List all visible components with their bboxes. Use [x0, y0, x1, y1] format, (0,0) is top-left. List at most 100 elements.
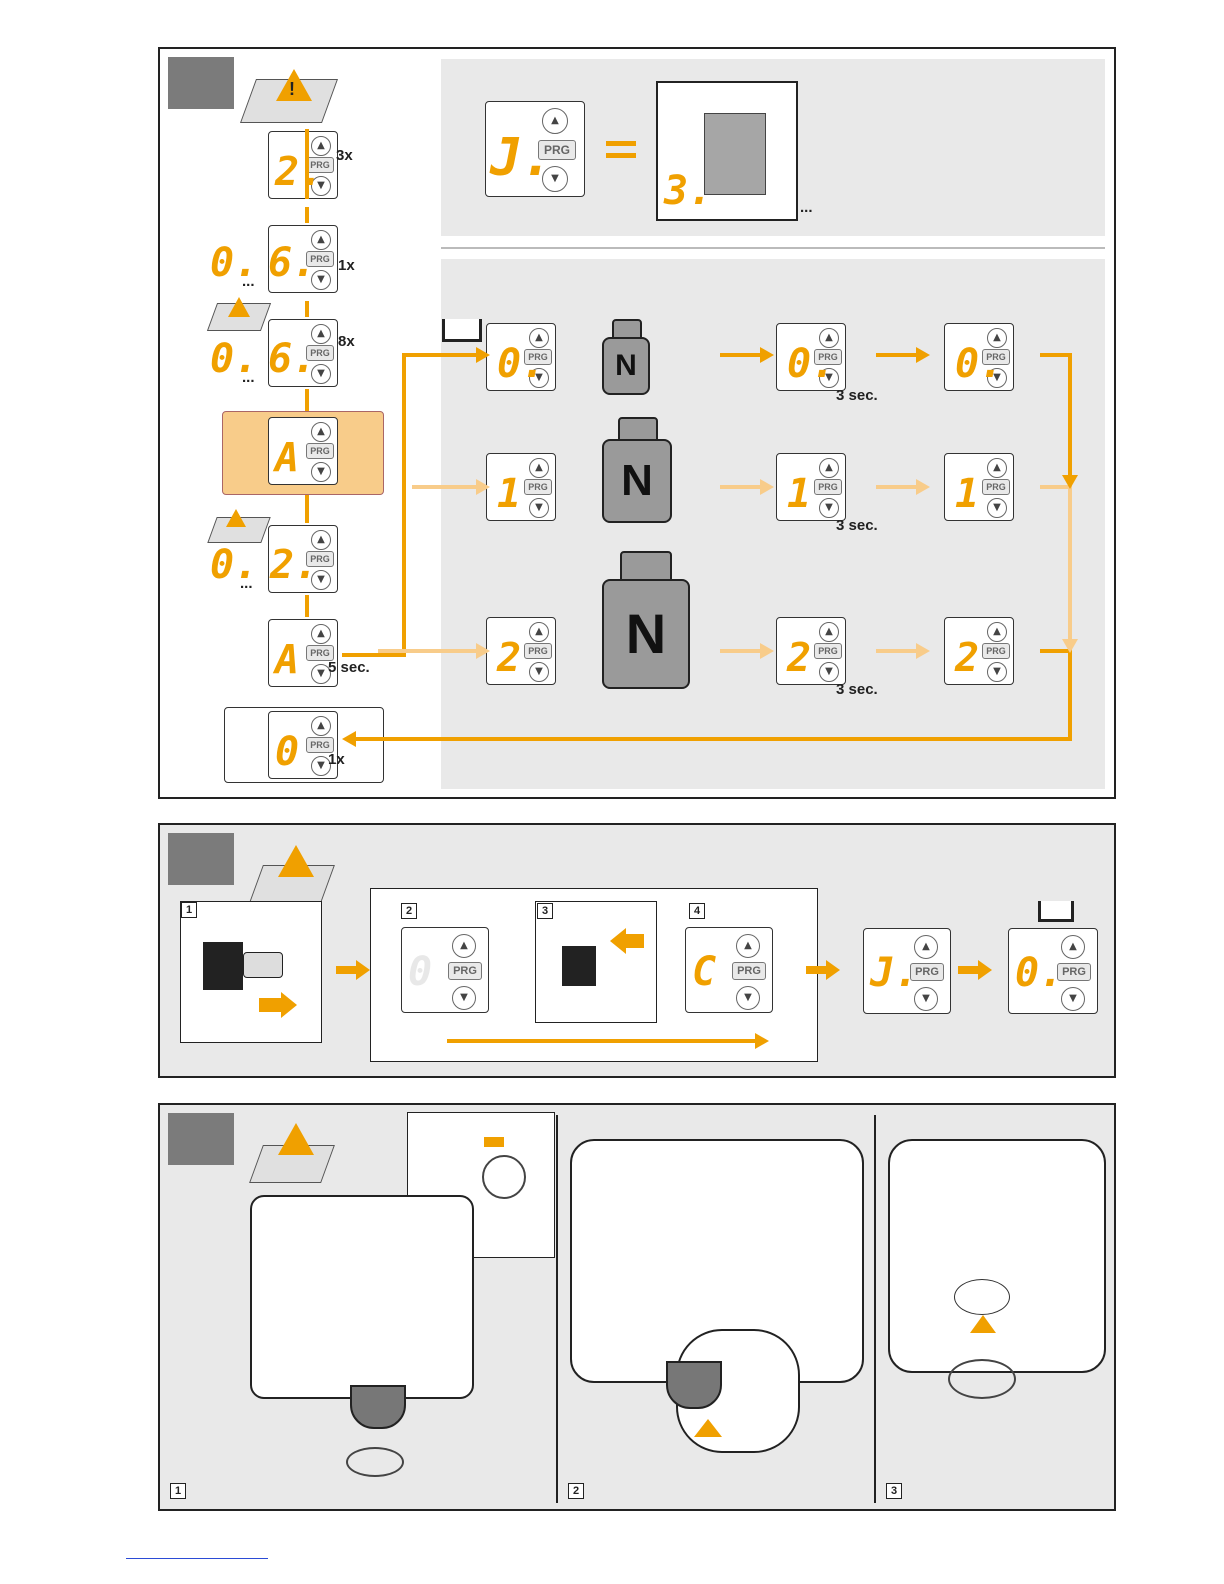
down-button[interactable]: ▼ [311, 664, 331, 684]
step3-box [535, 901, 657, 1023]
prg-button[interactable]: PRG [524, 349, 552, 365]
display-digit: 2. [270, 542, 319, 588]
up-button[interactable]: ▲ [529, 328, 549, 348]
keypad-step6: ▲ PRG ▼ A [268, 619, 338, 687]
section-tag [168, 1113, 234, 1165]
prg-button[interactable]: PRG [306, 645, 334, 661]
prg-button[interactable]: PRG [524, 479, 552, 495]
up-button[interactable]: ▲ [736, 934, 760, 958]
down-button[interactable]: ▼ [311, 570, 331, 590]
arrow-right-icon [281, 992, 297, 1018]
bulb-icon [666, 1361, 722, 1409]
down-button[interactable]: ▼ [311, 176, 331, 196]
hold-time: 3 sec. [836, 517, 878, 534]
up-button[interactable]: ▲ [311, 422, 331, 442]
up-button[interactable]: ▲ [914, 935, 938, 959]
display-digit: 0. [787, 341, 836, 387]
progress-arrow-head [755, 1033, 769, 1049]
up-button[interactable]: ▲ [311, 230, 331, 250]
up-button[interactable]: ▲ [987, 622, 1007, 642]
keypad-force-1-hold: ▲ PRG ▼ 1 [776, 453, 846, 521]
down-button[interactable]: ▼ [311, 462, 331, 482]
up-button[interactable]: ▲ [987, 458, 1007, 478]
up-button[interactable]: ▲ [1061, 935, 1085, 959]
prg-button[interactable]: PRG [448, 962, 482, 980]
up-button[interactable]: ▲ [311, 530, 331, 550]
up-button[interactable]: ▲ [987, 328, 1007, 348]
display-digit: 0. [210, 542, 259, 588]
down-button[interactable]: ▼ [736, 986, 760, 1010]
display-digit: J. [870, 950, 919, 996]
step-number: 3 [886, 1483, 902, 1499]
up-button[interactable]: ▲ [311, 136, 331, 156]
up-button[interactable]: ▲ [542, 108, 568, 134]
prg-button[interactable]: PRG [814, 643, 842, 659]
prg-button[interactable]: PRG [1057, 963, 1091, 981]
prg-button[interactable]: PRG [306, 345, 334, 361]
ellipsis: ... [242, 369, 255, 386]
keypad-force-2-done: ▲ PRG ▼ 2 [944, 617, 1014, 685]
prg-button[interactable]: PRG [538, 140, 576, 160]
up-button[interactable]: ▲ [311, 624, 331, 644]
prg-button[interactable]: PRG [814, 349, 842, 365]
equals-sign [606, 141, 636, 146]
display-digit: 1 [955, 471, 980, 517]
display-digit: 2 [787, 635, 812, 681]
keypad-step7: ▲ PRG ▼ 0 [268, 711, 338, 779]
up-button[interactable]: ▲ [819, 622, 839, 642]
down-button[interactable]: ▼ [529, 662, 549, 682]
down-button[interactable]: ▼ [819, 498, 839, 518]
step-number: 3 [537, 903, 553, 919]
up-button[interactable]: ▲ [819, 458, 839, 478]
up-button[interactable]: ▲ [529, 622, 549, 642]
display-digit: 2 [497, 635, 522, 681]
step3-scene: 3 [884, 1129, 1110, 1501]
display-digit: 0. [955, 341, 1004, 387]
down-button[interactable]: ▼ [529, 498, 549, 518]
step-number: 2 [568, 1483, 584, 1499]
warning-mark: ! [289, 79, 295, 99]
arrow-left-icon [626, 934, 644, 948]
prg-button[interactable]: PRG [306, 251, 334, 267]
up-button[interactable]: ▲ [819, 328, 839, 348]
prg-button[interactable]: PRG [814, 479, 842, 495]
down-button[interactable]: ▼ [542, 166, 568, 192]
prg-button[interactable]: PRG [910, 963, 944, 981]
down-button[interactable]: ▼ [819, 368, 839, 388]
separator [874, 1115, 876, 1503]
hold-time: 5 sec. [328, 659, 370, 676]
prg-button[interactable]: PRG [306, 443, 334, 459]
down-button[interactable]: ▼ [1061, 987, 1085, 1011]
down-button[interactable]: ▼ [987, 368, 1007, 388]
arrow-right-icon [259, 998, 281, 1012]
door-illustration: 3. [656, 81, 798, 221]
down-button[interactable]: ▼ [819, 662, 839, 682]
prg-button[interactable]: PRG [306, 737, 334, 753]
down-button[interactable]: ▼ [311, 270, 331, 290]
down-button[interactable]: ▼ [529, 368, 549, 388]
up-button[interactable]: ▲ [311, 716, 331, 736]
down-button[interactable]: ▼ [987, 662, 1007, 682]
prg-button[interactable]: PRG [306, 551, 334, 567]
arrow-up-icon [694, 1419, 722, 1437]
up-button[interactable]: ▲ [452, 934, 476, 958]
down-button[interactable]: ▼ [987, 498, 1007, 518]
arrow-right-icon [356, 960, 370, 980]
display-digit: 0 [275, 729, 300, 775]
prg-button[interactable]: PRG [524, 643, 552, 659]
down-button[interactable]: ▼ [452, 986, 476, 1010]
up-button[interactable]: ▲ [529, 458, 549, 478]
prg-button[interactable]: PRG [982, 479, 1010, 495]
down-button[interactable]: ▼ [311, 756, 331, 776]
up-button[interactable]: ▲ [311, 324, 331, 344]
prg-button[interactable]: PRG [732, 962, 766, 980]
prg-button[interactable]: PRG [982, 643, 1010, 659]
display-digit: 0. [497, 341, 546, 387]
prg-button[interactable]: PRG [982, 349, 1010, 365]
down-button[interactable]: ▼ [311, 364, 331, 384]
display-digit: J. [490, 128, 553, 188]
display-digit: 1 [787, 471, 812, 517]
down-button[interactable]: ▼ [914, 987, 938, 1011]
keypad-step1: ▲ PRG ▼ 2. [268, 131, 338, 199]
clip-icon [346, 1447, 404, 1477]
